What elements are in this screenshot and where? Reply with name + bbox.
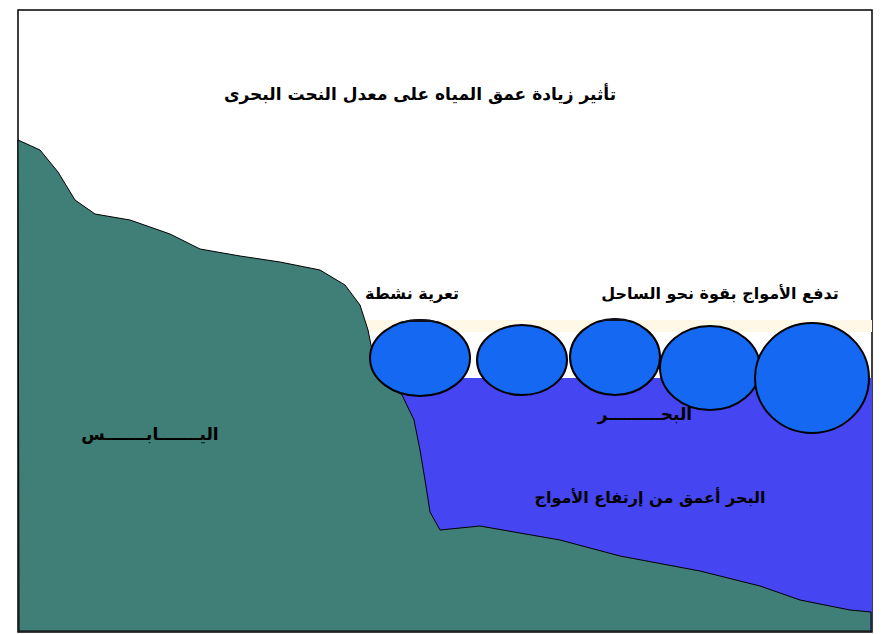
- wave-cap: [598, 319, 632, 322]
- depth-label: البحر أعمق من إرتفاع الأمواج: [534, 488, 765, 507]
- diagram-title: تأثير زيادة عمق المياه على معدل النحت ال…: [224, 84, 616, 104]
- wave-cap: [400, 319, 440, 322]
- wave: [477, 325, 567, 395]
- land: [18, 140, 871, 631]
- wave: [570, 319, 660, 395]
- wave: [660, 326, 760, 410]
- wave-label: تدفع الأمواج بقوة نحو الساحل: [601, 284, 838, 303]
- land-label: اليـــــــابـــــــس: [81, 424, 218, 444]
- wave: [370, 320, 470, 396]
- wave: [755, 323, 869, 433]
- wave-caps: [400, 319, 632, 323]
- frame: [18, 10, 872, 632]
- sea-label: البحـــــــــر: [598, 404, 692, 424]
- erosion-label: تعرية نشطة: [365, 284, 459, 303]
- waves: [370, 319, 869, 433]
